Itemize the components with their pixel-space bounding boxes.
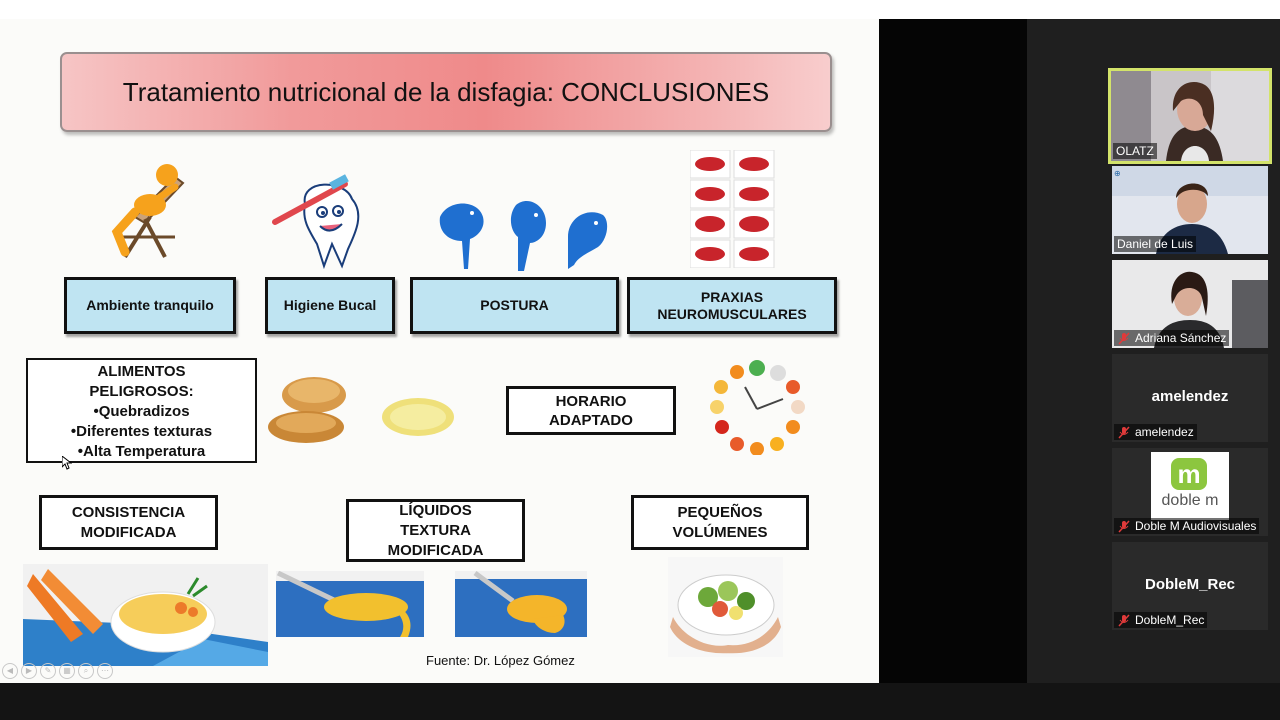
participant-name-tag: Adriana Sánchez <box>1114 330 1230 346</box>
box-ambiente-tranquilo: Ambiente tranquilo <box>64 277 236 334</box>
participant-tile-doblem[interactable]: m doble m Doble M Audiovisuales <box>1112 448 1268 536</box>
carrot-puree-image <box>23 564 268 666</box>
muted-mic-icon <box>1118 613 1130 627</box>
relaxed-person-icon <box>111 164 185 259</box>
source-citation: Fuente: Dr. López Gómez <box>426 653 575 668</box>
slide-title: Tratamiento nutricional de la disfagia: … <box>122 76 770 107</box>
fruit-clock-icon <box>710 360 805 455</box>
participant-tile-olatz[interactable]: OLATZ <box>1108 68 1272 164</box>
alimentos-peligrosos-box: ALIMENTOS PELIGROSOS: •Quebradizos •Dife… <box>26 358 257 463</box>
mouse-cursor-icon <box>62 456 72 470</box>
participant-display-name: DobleM_Rec <box>1144 576 1236 593</box>
participant-tile-doblem-rec[interactable]: DobleM_Rec DobleM_Rec <box>1112 542 1268 630</box>
zoom-icon[interactable]: ⌕ <box>78 663 94 679</box>
participant-tile-daniel[interactable]: ⊕ Daniel de Luis <box>1112 166 1268 254</box>
alimentos-line: PELIGROSOS: <box>89 383 194 400</box>
box-consistencia-modificada: CONSISTENCIA MODIFICADA <box>39 495 218 550</box>
grid-icon[interactable]: ▦ <box>59 663 75 679</box>
muted-mic-icon <box>1118 331 1130 345</box>
doblem-logo-mark: m <box>1171 458 1207 490</box>
more-icon[interactable]: ⋯ <box>97 663 113 679</box>
shared-slide: Tratamiento nutricional de la disfagia: … <box>0 19 879 683</box>
posture-heads-icon <box>439 201 608 271</box>
participant-name-tag: amelendez <box>1114 424 1197 440</box>
lips-exercises-icon <box>690 150 775 268</box>
participant-name-tag: Daniel de Luis <box>1114 236 1197 252</box>
alimentos-line: •Alta Temperatura <box>77 443 206 460</box>
tooth-brush-icon <box>272 174 360 270</box>
alimentos-line: ALIMENTOS <box>97 363 186 380</box>
bread-icon <box>268 377 346 443</box>
alimentos-line: •Diferentes texturas <box>70 423 213 440</box>
pen-icon[interactable]: ✎ <box>40 663 56 679</box>
box-postura: POSTURA <box>410 277 619 334</box>
slide-nav-controls[interactable]: ◀ ▶ ✎ ▦ ⌕ ⋯ <box>2 663 113 679</box>
spoon-liquid-image <box>276 571 424 637</box>
doblem-logo: m doble m <box>1151 452 1229 520</box>
salad-bowl-image <box>668 557 783 657</box>
muted-mic-icon <box>1118 425 1130 439</box>
muted-mic-icon <box>1118 519 1130 533</box>
participant-display-name: amelendez <box>1151 388 1229 405</box>
spoon-thick-liquid-image <box>455 571 587 637</box>
participant-name-tag: DobleM_Rec <box>1114 612 1208 628</box>
box-liquidos: LÍQUIDOS TEXTURA MODIFICADA <box>346 499 525 562</box>
box-praxias: PRAXIAS NEUROMUSCULARES <box>627 277 837 334</box>
participant-name-tag: OLATZ <box>1113 143 1157 159</box>
participant-name-tag: Doble M Audiovisuales <box>1114 518 1260 534</box>
box-higiene-bucal: Higiene Bucal <box>265 277 395 334</box>
participant-tile-adriana[interactable]: Adriana Sánchez <box>1112 260 1268 348</box>
svg-text:⊕: ⊕ <box>1114 169 1121 178</box>
box-horario-adaptado: HORARIO ADAPTADO <box>506 386 676 435</box>
alimentos-line: •Quebradizos <box>93 403 190 420</box>
participant-tile-amelendez[interactable]: amelendez amelendez <box>1112 354 1268 442</box>
prev-slide-icon[interactable]: ◀ <box>2 663 18 679</box>
doblem-logo-text: doble m <box>1161 492 1219 509</box>
crackers-icon <box>382 398 454 436</box>
box-pequenos-volumenes: PEQUEÑOS VOLÚMENES <box>631 495 809 550</box>
top-strip <box>0 0 1280 19</box>
screen-share-margin <box>879 19 1027 683</box>
slide-title-box: Tratamiento nutricional de la disfagia: … <box>60 52 832 132</box>
next-slide-icon[interactable]: ▶ <box>21 663 37 679</box>
meeting-bottom-bar <box>0 683 1280 720</box>
